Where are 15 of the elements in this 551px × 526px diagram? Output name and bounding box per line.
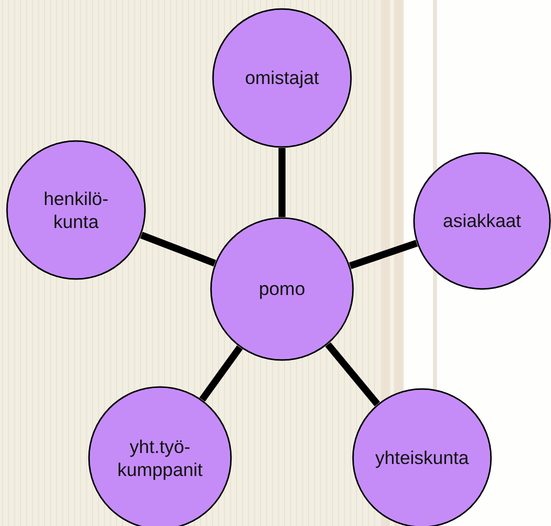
node-label: henkilö- kunta xyxy=(42,186,110,234)
connector-line xyxy=(278,148,286,217)
connector-line xyxy=(349,240,418,270)
node-label: yhteiskunta xyxy=(374,446,470,470)
connector-line xyxy=(140,232,216,266)
circle-node xyxy=(212,8,352,148)
circle-node xyxy=(6,140,146,280)
node-label: omistajat xyxy=(244,66,320,90)
circle-node xyxy=(413,152,551,290)
node-label: pomo xyxy=(258,277,306,301)
connector-line xyxy=(325,342,380,406)
node-label: yht.työ- kumppanit xyxy=(116,434,204,482)
connector-line xyxy=(199,345,243,402)
node-label: asiakkaat xyxy=(442,209,522,233)
circle-node xyxy=(210,217,354,361)
